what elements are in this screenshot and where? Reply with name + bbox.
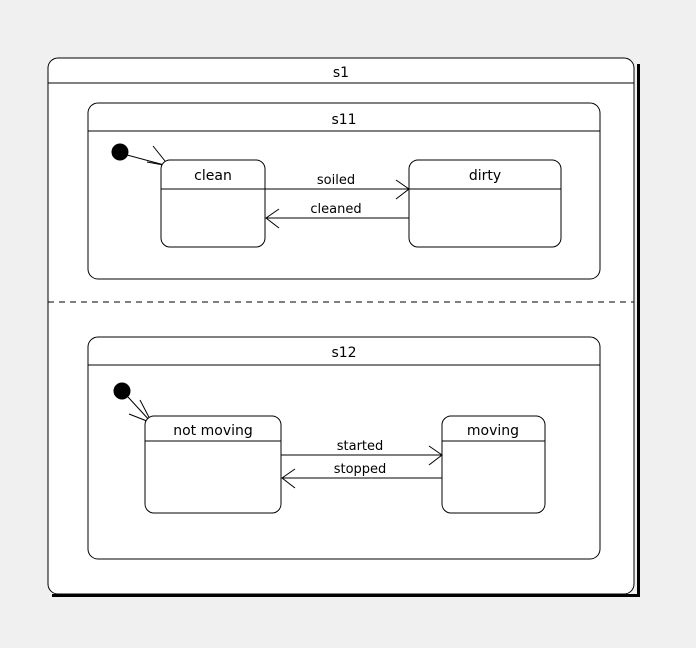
region-s11: s11 clean dirty xyxy=(87,102,601,280)
transition-stopped[interactable]: stopped xyxy=(281,462,442,489)
state-moving[interactable]: moving xyxy=(441,415,546,514)
transition-started-label: started xyxy=(337,439,384,454)
state-not-moving-body[interactable] xyxy=(144,415,282,514)
transition-started[interactable]: started xyxy=(281,439,443,466)
state-dirty-label: dirty xyxy=(469,168,501,184)
composite-state-s12-label: s12 xyxy=(331,345,356,361)
state-clean-label: clean xyxy=(194,168,232,184)
state-not-moving-label: not moving xyxy=(173,423,253,439)
state-clean-body[interactable] xyxy=(160,159,266,248)
state-moving-body[interactable] xyxy=(441,415,546,514)
region-s12: s12 not moving moving xyxy=(87,336,601,560)
transition-stopped-label: stopped xyxy=(334,462,387,477)
state-dirty-body[interactable] xyxy=(408,159,562,248)
transition-cleaned-label: cleaned xyxy=(310,202,361,217)
state-dirty[interactable]: dirty xyxy=(408,159,562,248)
transition-soiled-label: soiled xyxy=(317,173,355,188)
root-state-shadow xyxy=(52,64,640,597)
transition-soiled[interactable]: soiled xyxy=(265,173,410,200)
initial-state-circle-s11[interactable] xyxy=(111,143,129,161)
composite-state-s11-label: s11 xyxy=(331,112,356,128)
state-moving-label: moving xyxy=(467,423,519,439)
transition-cleaned[interactable]: cleaned xyxy=(265,202,409,229)
state-not-moving[interactable]: not moving xyxy=(144,415,282,514)
root-state-label: s1 xyxy=(333,65,349,81)
initial-state-circle-s12[interactable] xyxy=(113,382,131,400)
state-clean[interactable]: clean xyxy=(160,159,266,248)
